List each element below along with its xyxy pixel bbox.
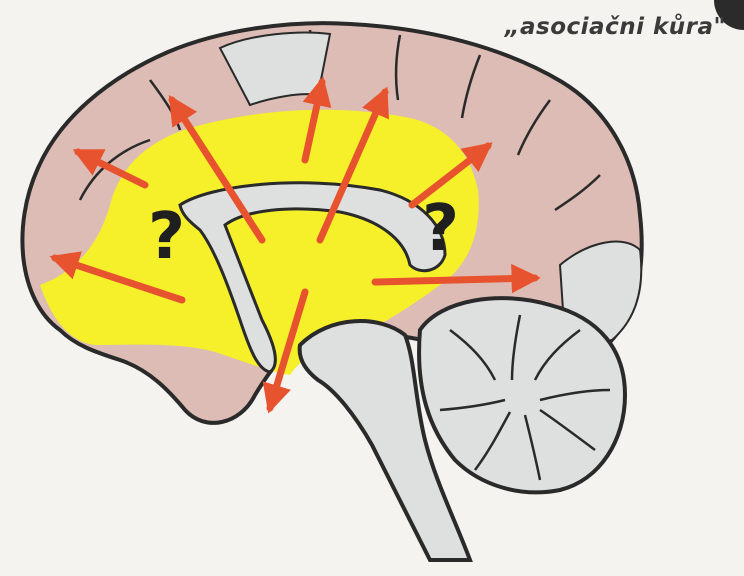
cerebellum [419,298,625,492]
arrow-icon [375,278,535,282]
caption-label: „asociačni kůra" [505,14,726,40]
question-mark-icon: ? [148,200,185,274]
question-mark-icon: ? [422,192,459,266]
